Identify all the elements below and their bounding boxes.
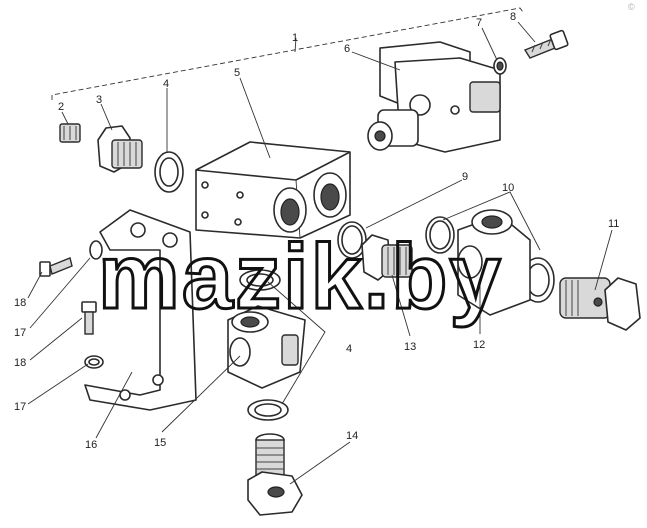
part-mounting-bracket (84, 209, 197, 411)
part-banjo-fitting (227, 305, 306, 389)
callout-6: 6 (344, 43, 350, 55)
callout-13: 13 (404, 341, 416, 353)
callout-17-upper: 17 (14, 327, 26, 339)
part-washer-lower (239, 269, 289, 421)
callout-17-lower: 17 (14, 401, 26, 413)
part-oring-left (337, 221, 367, 259)
part-oring-right (425, 216, 555, 303)
callout-labels: 1 2 3 4 5 6 7 8 9 10 11 12 13 4 14 15 16… (14, 11, 619, 451)
callout-18-upper: 18 (14, 297, 26, 309)
part-washer-upper (154, 151, 184, 193)
callout-4-upper: 4 (163, 78, 169, 90)
callout-3: 3 (96, 94, 102, 106)
callout-10: 10 (502, 182, 514, 194)
callout-5: 5 (234, 67, 240, 79)
leader-lines (27, 21, 613, 485)
part-valve-body (195, 141, 351, 239)
callout-9: 9 (462, 171, 468, 183)
callout-12: 12 (473, 339, 485, 351)
callout-16: 16 (85, 439, 97, 451)
part-screw-top (523, 29, 569, 59)
callout-11: 11 (608, 218, 619, 230)
callout-2: 2 (58, 101, 64, 113)
part-washer-small (493, 57, 507, 75)
part-hex-plug (97, 125, 143, 173)
part-solenoid-valve (367, 41, 501, 153)
callout-8: 8 (510, 11, 516, 23)
callout-1: 1 (292, 32, 298, 44)
callout-4-lower: 4 (346, 343, 352, 355)
corner-mark: © (628, 2, 635, 12)
part-plug-small (59, 123, 81, 143)
assembly-bracket (51, 7, 524, 100)
part-banjo-bolt (247, 433, 303, 516)
part-union-fitting (361, 234, 413, 281)
watermark-text: mazik.by (98, 226, 503, 328)
part-hollow-bolt (559, 277, 641, 331)
callout-15: 15 (154, 437, 166, 449)
callout-14: 14 (346, 430, 358, 442)
part-tee-fitting (457, 209, 531, 316)
callout-18-lower: 18 (14, 357, 26, 369)
part-bolt-lower (81, 301, 104, 369)
callout-7: 7 (476, 17, 482, 29)
part-bolt-upper (39, 240, 103, 277)
